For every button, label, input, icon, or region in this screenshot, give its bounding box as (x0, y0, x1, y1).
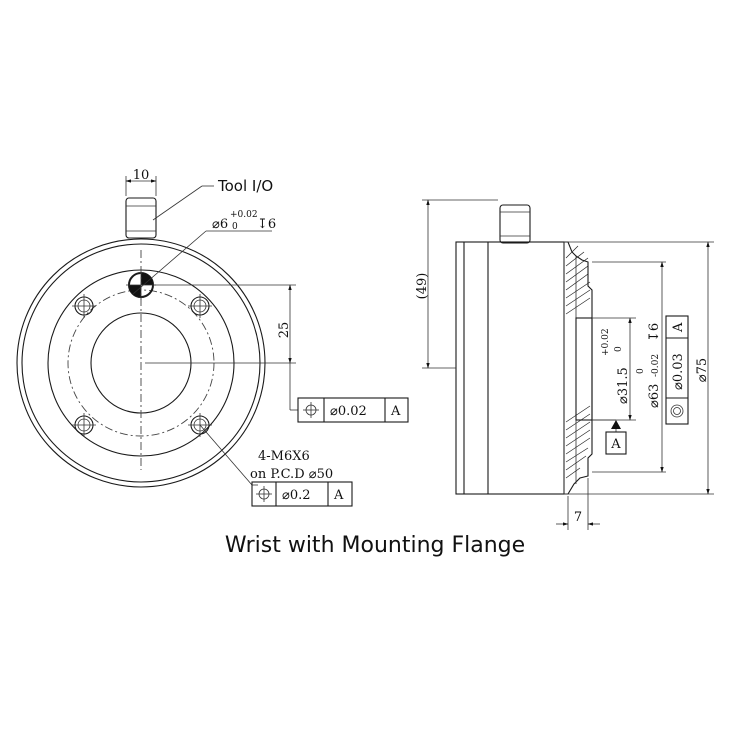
tool-io-connector (125, 197, 157, 239)
dim-width-text: 10 (133, 168, 150, 183)
hole-tol-lower: 0 (232, 222, 238, 232)
caption: Wrist with Mounting Flange (224, 533, 526, 558)
dim-25-text: 25 (277, 322, 292, 339)
hole-dia-text: ⌀6 (212, 217, 228, 232)
hole-depth-text: ↧6 (257, 217, 276, 232)
tool-io-label: Tool I/O (217, 177, 273, 195)
dim-75-text: ⌀75 (695, 358, 710, 382)
dim-7-text: 7 (574, 510, 582, 525)
bolt-hole (72, 413, 96, 437)
fcf-position-top: ⌀0.02 A (297, 397, 409, 423)
tol-31-5-upper: +0.02 (601, 328, 611, 356)
fcf-side-value: ⌀0.03 (671, 353, 686, 390)
tol-31-5-lower: 0 (614, 346, 624, 352)
depth-63-text: ↧6 (647, 323, 662, 342)
fcf-position-bottom: ⌀0.2 A (251, 481, 353, 507)
side-tool-io-connector (499, 204, 531, 244)
fcf-side-datum: A (671, 322, 686, 333)
side-view: (49) ⌀75 ⌀63 0 -0.02 ↧6 ⌀31.5 +0.02 0 ⌀0… (415, 199, 714, 530)
dim-31-5-text: ⌀31.5 (616, 367, 631, 404)
fcf-bottom-datum: A (333, 488, 344, 503)
bolt-hole (188, 294, 212, 318)
bolt-hole (72, 294, 96, 318)
fcf-bottom-value: ⌀0.2 (282, 488, 311, 503)
front-view: 10 Tool I/O ⌀6 +0.02 0 ↧6 25 ⌀0.02 A (16, 168, 409, 507)
section-hatch (565, 245, 591, 479)
wrist-body (455, 241, 565, 495)
fcf-circularity: ⌀0.03 A (665, 315, 689, 425)
fcf-top-datum: A (390, 404, 401, 419)
datum-a-text: A (610, 437, 621, 452)
fcf-top-value: ⌀0.02 (330, 404, 367, 419)
dim-49-text: (49) (415, 273, 430, 300)
pcd-spec-text: on P.C.D ⌀50 (250, 467, 333, 482)
hole-tol-upper: +0.02 (230, 210, 258, 220)
tol-63-upper: 0 (636, 368, 646, 374)
flange-profile (564, 241, 593, 495)
bolt-spec-text: 4-M6X6 (258, 449, 310, 464)
dim-63-text: ⌀63 (647, 384, 662, 408)
datum-a-box: A (605, 431, 627, 455)
tol-63-lower: -0.02 (651, 354, 661, 377)
